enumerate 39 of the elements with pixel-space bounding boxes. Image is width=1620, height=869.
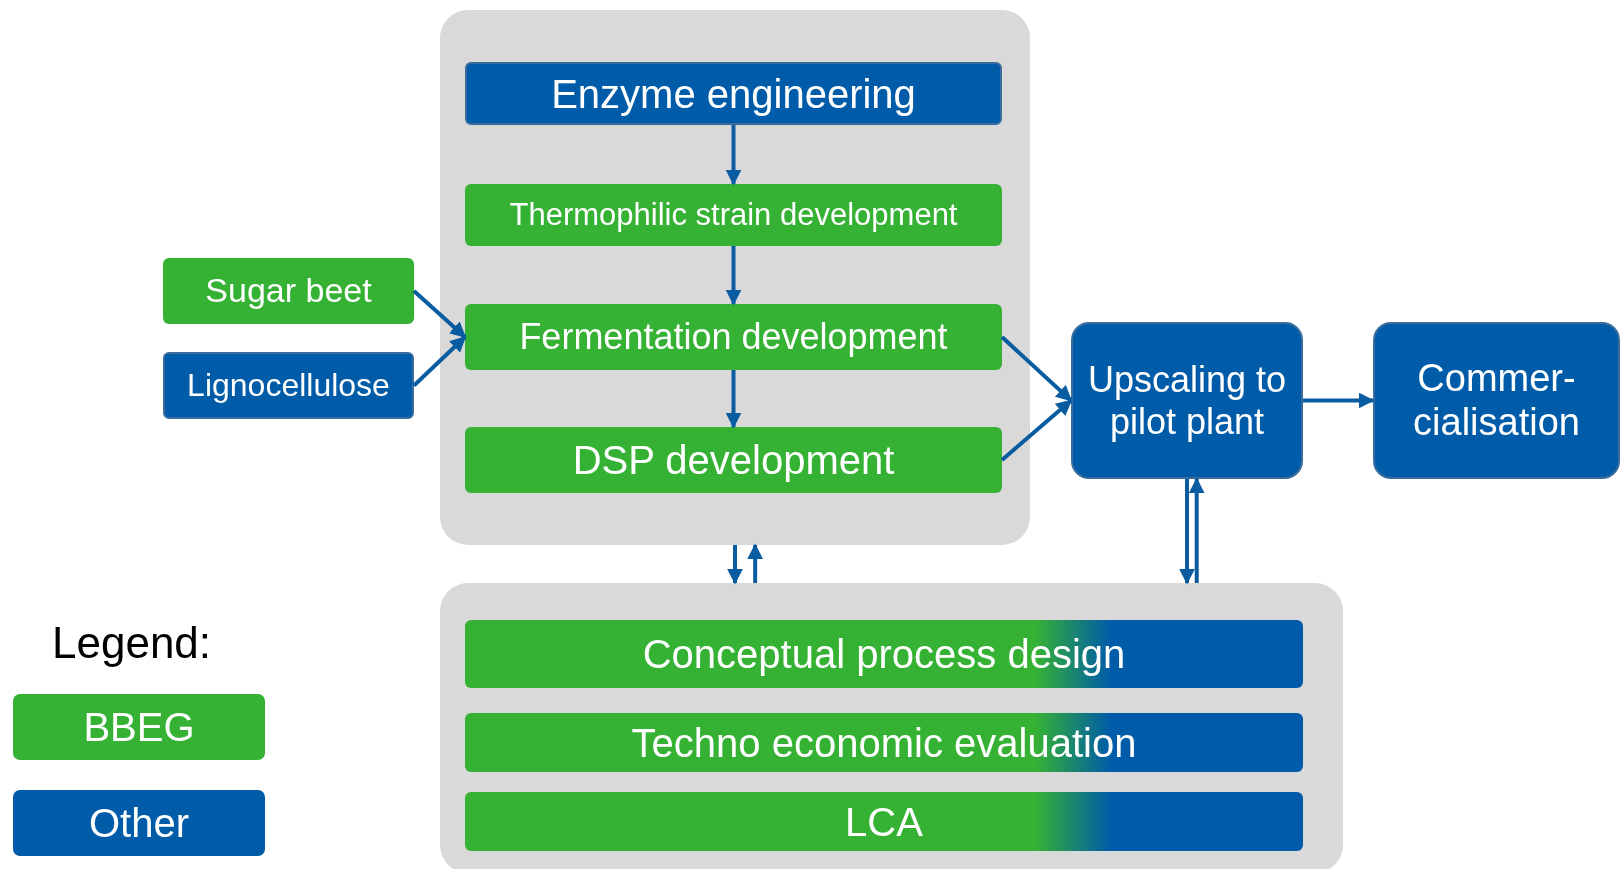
arrow (727, 545, 743, 585)
box-label: Commer- cialisation (1412, 356, 1581, 445)
box-label: Techno economic evaluation (631, 719, 1137, 766)
arrow (725, 370, 742, 429)
process-box (1071, 322, 1303, 479)
arrow (1303, 392, 1375, 409)
arrow (412, 289, 467, 339)
box-label: Lignocellulose (187, 367, 390, 404)
arrow (1000, 399, 1073, 462)
box-label: DSP development (572, 437, 895, 483)
legend-label: BBEG (83, 704, 195, 750)
process-box (163, 258, 414, 324)
process-box (465, 427, 1002, 493)
arrow (1000, 335, 1073, 402)
process-box (465, 792, 1303, 851)
legend-title: Legend: (52, 618, 212, 668)
process-box (465, 184, 1002, 246)
box-label: Upscaling to pilot plant (1086, 359, 1288, 442)
box-label: LCA (845, 798, 923, 845)
process-box (465, 62, 1002, 125)
process-box (465, 304, 1002, 370)
box-label: Fermentation development (519, 316, 948, 358)
group-panel (440, 583, 1343, 869)
process-box (1373, 322, 1620, 479)
arrow (412, 335, 467, 387)
arrow (1188, 477, 1205, 583)
arrow (725, 246, 742, 306)
arrow (1179, 479, 1195, 585)
process-box (163, 352, 414, 419)
arrow (725, 125, 742, 186)
group-panel (440, 10, 1030, 545)
box-label: Conceptual process design (642, 631, 1126, 677)
process-box (465, 620, 1303, 688)
box-label: Enzyme engineering (551, 70, 916, 117)
arrow (747, 543, 764, 583)
process-box (465, 713, 1303, 772)
legend-label: Other (88, 800, 189, 846)
box-label: Thermophilic strain development (509, 197, 958, 233)
box-label: Sugar beet (205, 271, 372, 311)
